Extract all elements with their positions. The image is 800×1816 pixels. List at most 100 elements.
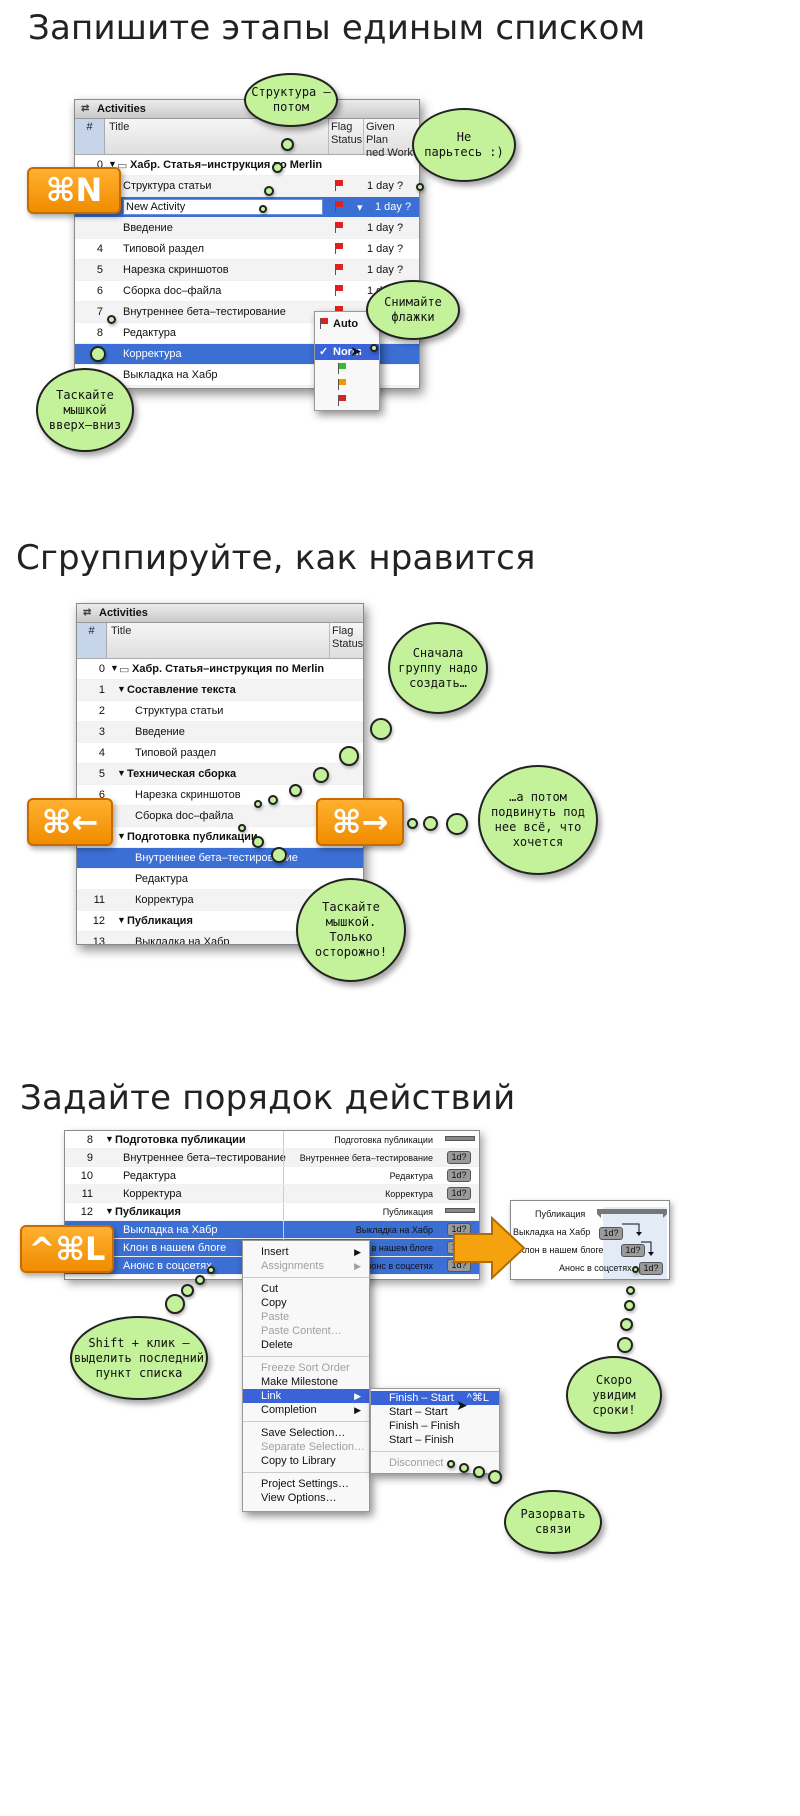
row-title: Редактура [123, 327, 176, 339]
callout-structure-later: Структура – потом [244, 73, 338, 127]
flag-icon[interactable] [334, 201, 344, 215]
new-activity-input[interactable]: New Activity [123, 199, 323, 215]
callout-break-links: Разорвать связи [504, 1490, 602, 1554]
table-row[interactable]: 12▼Публикация [77, 911, 363, 932]
menu-item-cut[interactable]: Cut [261, 1283, 279, 1295]
column-header-title[interactable]: Title [111, 625, 132, 637]
menu-item-start-start[interactable]: Start – Start [389, 1406, 448, 1418]
flag-icon[interactable] [334, 264, 344, 278]
menu-item-copy[interactable]: Copy [261, 1297, 287, 1309]
disclosure-triangle-icon[interactable]: ▼ [117, 684, 126, 694]
menu-item-insert[interactable]: Insert▶ [261, 1246, 361, 1258]
menu-item-orange-flag[interactable] [315, 376, 379, 392]
duration-badge[interactable]: 1d? [639, 1262, 663, 1275]
column-header-num[interactable]: # [75, 119, 105, 154]
column-header-flag[interactable]: Flag Status [332, 625, 364, 650]
flag-icon[interactable] [334, 285, 344, 299]
table-row[interactable]: 1▼Составление текста [77, 680, 363, 701]
menu-item-delete[interactable]: Delete [261, 1339, 293, 1351]
table-row[interactable]: Внутреннее бета–тестирование [77, 848, 363, 869]
table-row[interactable]: Клон в нашем блоге? [75, 386, 419, 388]
group-summary-bar[interactable] [445, 1136, 475, 1141]
column-header-flag[interactable]: Flag Status [331, 121, 363, 146]
table-row[interactable]: 7Сборка doc–файла [77, 806, 363, 827]
menu-item-green-flag[interactable] [315, 360, 379, 376]
callout-dot [272, 162, 283, 173]
row-title: Корректура [123, 348, 182, 360]
disclosure-triangle-icon[interactable]: ▼ [108, 159, 117, 169]
table-row[interactable]: 0▼▭Хабр. Статья–инструкция по Merlin [75, 155, 419, 176]
duration-badge[interactable]: 1d? [599, 1227, 623, 1240]
gantt-bar-label: Редактура [389, 1171, 433, 1181]
column-header-num[interactable]: # [77, 623, 107, 658]
menu-item-normal[interactable]: ✓Norm [315, 344, 379, 360]
disclosure-triangle-icon[interactable]: ▼ [117, 768, 126, 778]
duration-badge[interactable]: 1d? [447, 1151, 471, 1164]
callout-shift-click: Shift + клик – выделить последний пункт … [70, 1316, 208, 1400]
menu-item-copy-to-library[interactable]: Copy to Library [261, 1455, 336, 1467]
table-row[interactable]: Редактура [77, 869, 363, 890]
row-number: 10 [80, 1170, 93, 1182]
menu-item-link[interactable]: Link▶ [243, 1389, 369, 1403]
menu-item-completion[interactable]: Completion▶ [261, 1404, 361, 1416]
menu-item-start-finish[interactable]: Start – Finish [389, 1434, 454, 1446]
menu-item-finish-finish[interactable]: Finish – Finish [389, 1420, 460, 1432]
row-number: 9 [86, 1152, 93, 1164]
dropdown-arrow-icon[interactable]: ▾ [357, 202, 363, 214]
menu-item-red-flag[interactable] [315, 392, 379, 408]
flag-icon[interactable] [334, 243, 344, 257]
disclosure-triangle-icon[interactable]: ▼ [117, 831, 126, 841]
menu-item-view-options[interactable]: View Options… [261, 1492, 337, 1504]
callout-dot [407, 818, 418, 829]
menu-item-paste: Paste [261, 1311, 290, 1323]
flag-icon[interactable] [334, 180, 344, 194]
row-title: Внутреннее бета–тестирование [123, 306, 286, 318]
menu-item-project-settings[interactable]: Project Settings… [261, 1478, 350, 1490]
disclosure-triangle-icon[interactable]: ▼ [110, 663, 119, 673]
row-title: Анонс в соцсетях [123, 1260, 212, 1272]
group-title: Публикация [115, 1206, 181, 1218]
column-header-title[interactable]: Title [109, 121, 130, 133]
disclosure-triangle-icon[interactable]: ▼ [105, 1206, 114, 1216]
duration-badge[interactable]: 1d? [447, 1169, 471, 1182]
row-number: 13 [92, 936, 105, 945]
menu-item-finish-start[interactable]: Finish – Start^⌘L [371, 1391, 499, 1405]
duration-badge[interactable]: 1d? [447, 1187, 471, 1200]
duration-badge[interactable]: 1d? [621, 1244, 645, 1257]
callout-dot [416, 183, 424, 191]
folder-icon: ▭ [117, 160, 128, 172]
group-summary-bar[interactable] [445, 1208, 475, 1213]
flag-icon[interactable] [334, 222, 344, 236]
callout-create-group-first: Сначала группу надо создать… [388, 622, 488, 714]
menu-item-make-milestone[interactable]: Make Milestone [261, 1376, 339, 1388]
disclosure-triangle-icon[interactable]: ▼ [105, 1134, 114, 1144]
menu-item-auto[interactable]: Auto [315, 312, 379, 334]
shortcut-ctrl-cmd-l: ^⌘L [20, 1225, 114, 1273]
menu-item-save-selection[interactable]: Save Selection… [261, 1427, 346, 1439]
column-header-work[interactable]: Given Plan ned Work [366, 121, 413, 159]
row-number: 1 [98, 684, 105, 696]
table-row[interactable]: 0▼▭Хабр. Статья–инструкция по Merlin [77, 659, 363, 680]
disclosure-triangle-icon[interactable]: ▼ [117, 915, 126, 925]
planned-work: 1 day ? [367, 180, 404, 192]
table-row[interactable]: 5▼Техническая сборка [77, 764, 363, 785]
table-row[interactable]: ▼Подготовка публикации [77, 827, 363, 848]
